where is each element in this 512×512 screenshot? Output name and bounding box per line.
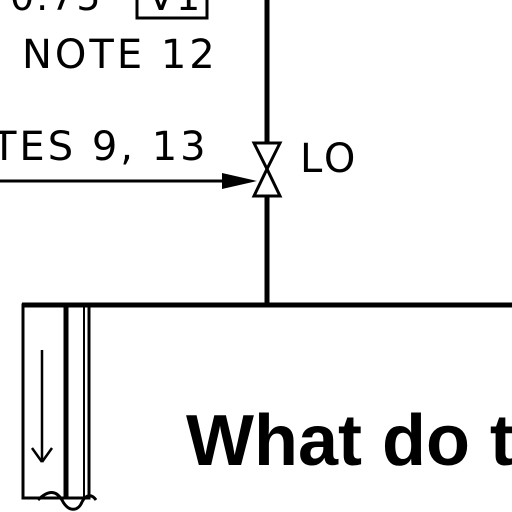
note-label: NOTE 12 bbox=[22, 32, 218, 78]
vessel-outline bbox=[21, 303, 91, 500]
leader-arrowhead bbox=[222, 173, 257, 189]
notes-label: TES 9, 13 bbox=[0, 124, 209, 170]
break-wave bbox=[36, 491, 98, 511]
top-partial-tag-text: V1 bbox=[148, 0, 202, 19]
gate-valve-symbol bbox=[251, 141, 283, 198]
top-partial-tag-box: V1 bbox=[135, 0, 209, 20]
overlay-caption: What do t bbox=[186, 401, 512, 481]
top-partial-text: 0.75 bbox=[10, 0, 103, 19]
valve-tag-lo: LO bbox=[300, 136, 358, 182]
